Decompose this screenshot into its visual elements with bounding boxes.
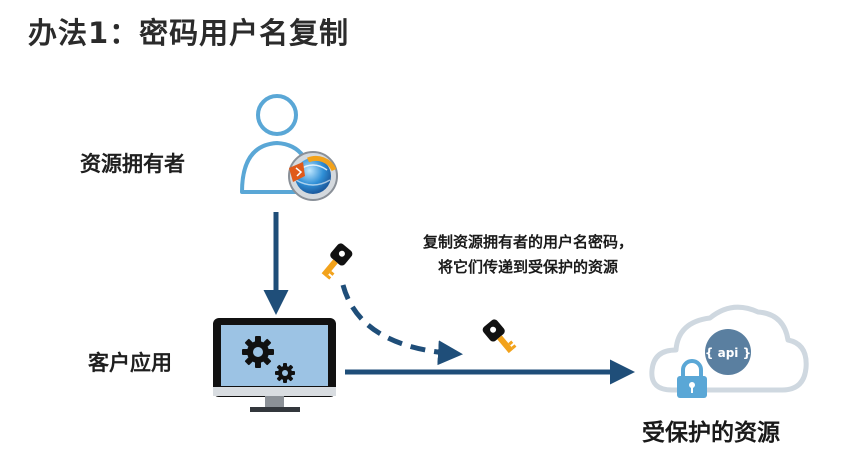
gear-icon [242, 336, 274, 368]
note-line-2: 将它们传递到受保护的资源 [437, 258, 618, 276]
monitor-icon [213, 318, 336, 412]
cloud-icon [649, 304, 809, 393]
key-icon [321, 243, 353, 280]
browser-globe-icon [288, 151, 338, 201]
gear-icon [275, 363, 295, 383]
note-line-1: 复制资源拥有者的用户名密码， [422, 233, 633, 251]
protected-resource-label: 受保护的资源 [642, 420, 780, 446]
key-icon [482, 319, 517, 354]
lock-icon [677, 359, 707, 398]
client-app-label: 客户应用 [88, 351, 172, 375]
api-label: { api } [705, 346, 751, 360]
copy-credentials-note: 复制资源拥有者的用户名密码， 将它们传递到受保护的资源 [378, 230, 678, 280]
page-title: 办法1：密码用户名复制 [28, 16, 350, 50]
dashed-copy-arrow [340, 284, 463, 366]
resource-owner-label: 资源拥有者 [80, 152, 185, 176]
